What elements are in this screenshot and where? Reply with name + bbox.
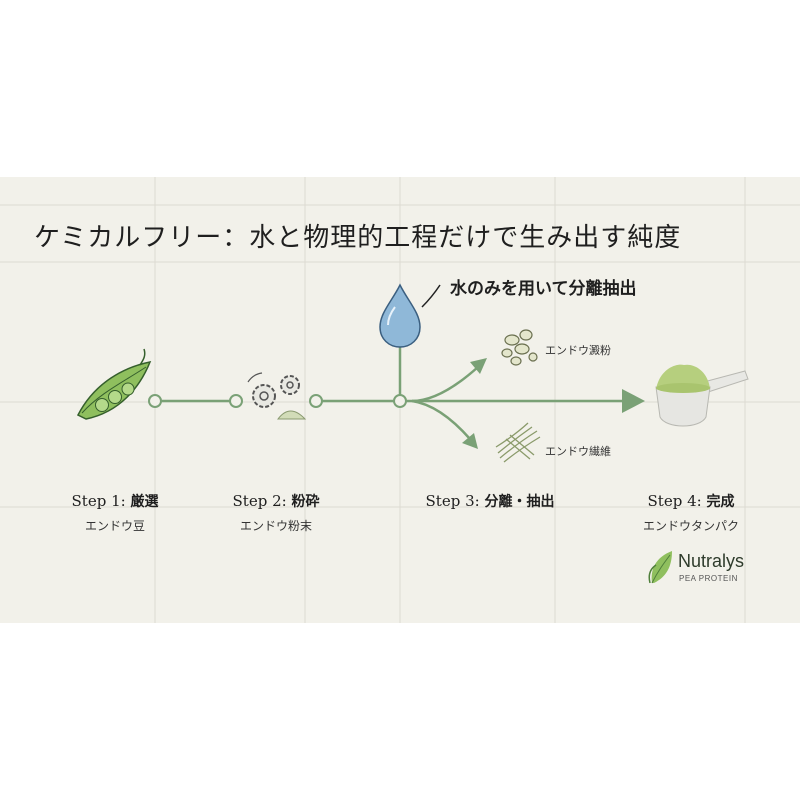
step-4-title: Step 4: 完成: [611, 491, 771, 511]
step-2-subtitle: エンドウ粉末: [239, 519, 312, 533]
step-4-number: Step 4:: [647, 492, 702, 510]
upper-branch-arrowhead: [470, 358, 487, 374]
fiber-label: エンドウ繊維: [545, 445, 611, 458]
node-step2-in: [229, 394, 243, 408]
step-3-name: 分離・抽出: [484, 494, 555, 510]
step-2-name: 粉砕: [291, 494, 320, 510]
step-3: Step 3: 分離・抽出: [410, 491, 570, 517]
logo-tagline: PEA PROTEIN: [679, 574, 738, 583]
lower-branch-arrow: [411, 399, 471, 440]
step-1: Step 1: 厳選 エンドウ豆: [35, 491, 195, 534]
lower-branch-arrowhead: [462, 433, 478, 449]
node-step1: [148, 394, 162, 408]
step-2: Step 2: 粉砕 エンドウ粉末: [196, 491, 356, 534]
flow-line: [161, 342, 630, 403]
logo-name: Nutralys: [678, 551, 745, 571]
main-arrowhead: [622, 389, 645, 413]
leaf-logo-icon: [648, 551, 672, 584]
water-extraction-label: 水のみを用いて分離抽出: [450, 279, 637, 299]
starch-granules-icon: [501, 329, 538, 366]
step-1-number: Step 1:: [71, 492, 126, 510]
nutralys-logo: Nutralys PEA PROTEIN: [648, 549, 744, 589]
step-4: Step 4: 完成 エンドウタンパク: [611, 491, 771, 534]
process-diagram: [76, 283, 749, 463]
water-callout-line: [421, 284, 441, 308]
step-3-title: Step 3: 分離・抽出: [410, 491, 570, 511]
fiber-strands-icon: [495, 422, 541, 463]
slide-title: ケミカルフリー：水と物理的工程だけで生み出す純度: [34, 223, 682, 253]
water-drop-icon: [379, 283, 421, 348]
step-1-subtitle: エンドウ豆: [84, 519, 145, 533]
step-3-number: Step 3:: [425, 492, 480, 510]
protein-scoop-icon: [655, 364, 749, 427]
step-4-subtitle: エンドウタンパク: [642, 519, 739, 533]
step-4-name: 完成: [706, 494, 735, 510]
node-step3: [393, 394, 407, 408]
step-2-number: Step 2:: [232, 492, 287, 510]
pea-pod-icon: [76, 348, 152, 420]
step-1-name: 厳選: [130, 494, 159, 510]
gears-icon: [247, 372, 307, 420]
step-2-title: Step 2: 粉砕: [196, 491, 356, 511]
step-1-title: Step 1: 厳選: [35, 491, 195, 511]
upper-branch-arrow: [411, 366, 479, 403]
node-step2-out: [309, 394, 323, 408]
slide: ケミカルフリー：水と物理的工程だけで生み出す純度: [0, 177, 800, 623]
starch-label: エンドウ澱粉: [545, 344, 611, 357]
